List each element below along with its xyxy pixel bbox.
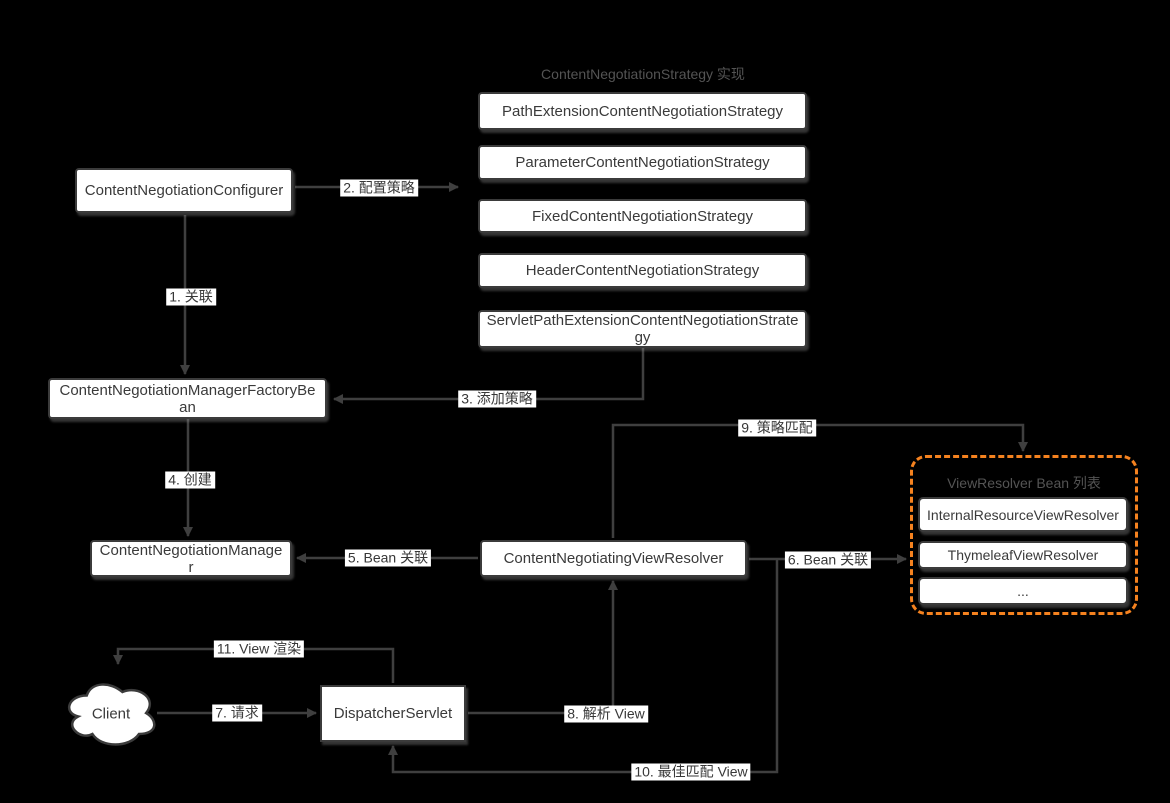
node-header-strategy: HeaderContentNegotiationStrategy — [478, 253, 807, 288]
edge-8-resolve-view — [468, 580, 618, 715]
node-configurer: ContentNegotiationConfigurer — [75, 168, 293, 213]
edge-label-5: 5. Bean 关联 — [344, 549, 432, 567]
edge-label-7: 7. 请求 — [212, 704, 262, 722]
node-more-resolvers: ... — [918, 577, 1128, 605]
node-manager: ContentNegotiationManager — [90, 540, 292, 577]
strategy-group-title: ContentNegotiationStrategy 实现 — [541, 66, 745, 82]
edge-label-8: 8. 解析 View — [564, 705, 648, 723]
edge-label-6: 6. Bean 关联 — [784, 551, 872, 569]
edge-label-2: 2. 配置策略 — [340, 179, 418, 197]
node-factory-bean: ContentNegotiationManagerFactoryBean — [48, 378, 327, 419]
edge-label-4: 4. 创建 — [165, 471, 215, 489]
edge-9-strategy-match — [611, 423, 1028, 538]
node-dispatcher-servlet: DispatcherServlet — [320, 685, 466, 742]
edge-label-10: 10. 最佳匹配 View — [631, 763, 751, 781]
node-client-label: Client — [91, 705, 131, 723]
edge-3-add-strategy — [333, 348, 645, 404]
node-thymeleaf-view-resolver: ThymeleafViewResolver — [918, 541, 1128, 569]
edge-label-11: 11. View 渲染 — [213, 640, 305, 658]
edge-label-1: 1. 关联 — [166, 288, 216, 306]
edge-10-best-match-view — [388, 559, 779, 774]
resolver-group-title: ViewResolver Bean 列表 — [947, 475, 1101, 491]
edge-label-9: 9. 策略匹配 — [738, 419, 816, 437]
client-cloud-shape — [67, 683, 156, 746]
resolver-group-container — [910, 455, 1138, 615]
node-negotiating-view-resolver: ContentNegotiatingViewResolver — [480, 540, 747, 577]
edge-label-3: 3. 添加策略 — [458, 390, 536, 408]
node-path-extension-strategy: PathExtensionContentNegotiationStrategy — [478, 92, 807, 130]
node-fixed-strategy: FixedContentNegotiationStrategy — [478, 199, 807, 233]
node-parameter-strategy: ParameterContentNegotiationStrategy — [478, 145, 807, 180]
node-servlet-path-strategy: ServletPathExtensionContentNegotiationSt… — [478, 310, 807, 348]
node-internal-resource-view-resolver: InternalResourceViewResolver — [918, 497, 1128, 532]
